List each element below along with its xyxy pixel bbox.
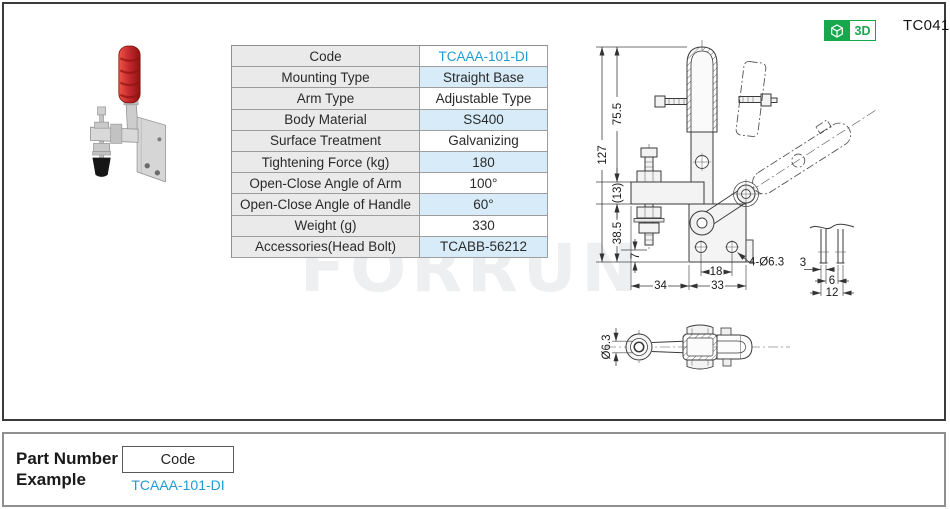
part-number-title-line2: Example bbox=[16, 470, 86, 489]
spec-value: 330 bbox=[420, 215, 548, 237]
slot-detail-view: 3 6 12 bbox=[800, 223, 855, 299]
dim-slot-width: 6 bbox=[829, 275, 835, 287]
product-code: TC041 bbox=[903, 17, 950, 34]
dim-base-height: 38.5 bbox=[612, 222, 624, 244]
part-number-example-title: Part Number Example bbox=[16, 448, 118, 490]
spec-value: TCAAA-101-DI bbox=[420, 46, 548, 68]
spec-label: Mounting Type bbox=[232, 67, 420, 89]
product-photo bbox=[80, 44, 182, 186]
part-number-title-line1: Part Number bbox=[16, 449, 119, 468]
3d-badge-label: 3D bbox=[849, 20, 876, 41]
cube-3d-icon bbox=[824, 20, 849, 41]
spec-label: Accessories(Head Bolt) bbox=[232, 236, 420, 258]
dim-handle-height: 75.5 bbox=[612, 103, 624, 125]
spec-value: SS400 bbox=[420, 109, 548, 131]
spec-value: TCABB-56212 bbox=[420, 236, 548, 258]
dim-outer-width: 12 bbox=[826, 287, 839, 299]
dim-hole-offset: 7 bbox=[630, 253, 642, 259]
top-view: Ø6.3 bbox=[601, 324, 790, 370]
dim-arm-thickness: (13) bbox=[612, 183, 624, 204]
spec-value: 100° bbox=[420, 173, 548, 195]
spec-label: Code bbox=[232, 46, 420, 68]
3d-badge[interactable]: 3D bbox=[824, 20, 876, 41]
spec-label: Arm Type bbox=[232, 88, 420, 110]
dim-arm-reach: 34 bbox=[654, 280, 667, 292]
spec-value: Galvanizing bbox=[420, 130, 548, 152]
front-view: 127 75.5 (13) 38.5 bbox=[596, 40, 877, 292]
spec-value: Straight Base bbox=[420, 67, 548, 89]
technical-drawing: 127 75.5 (13) 38.5 bbox=[596, 40, 877, 370]
dim-wall-thickness: 3 bbox=[800, 257, 806, 269]
spec-sheet-panel: 3D TC041 bbox=[2, 2, 950, 421]
spec-label: Surface Treatment bbox=[232, 130, 420, 152]
spec-label: Tightening Force (kg) bbox=[232, 151, 420, 174]
code-field-box: Code bbox=[122, 446, 234, 473]
spec-label: Open-Close Angle of Handle bbox=[232, 194, 420, 216]
dim-base-width: 33 bbox=[711, 280, 724, 292]
spec-value: Adjustable Type bbox=[420, 88, 548, 110]
spec-label: Body Material bbox=[232, 109, 420, 131]
dim-hole-spacing: 18 bbox=[710, 266, 723, 278]
spec-label: Open-Close Angle of Arm bbox=[232, 173, 420, 195]
spec-table: Code TCAAA-101-DI Mounting Type Straight… bbox=[231, 45, 548, 258]
code-field-label: Code bbox=[160, 451, 196, 468]
spec-value: 180 bbox=[420, 151, 548, 174]
spec-value: 60° bbox=[420, 194, 548, 216]
dim-mounting-holes: 4-Ø6.3 bbox=[749, 257, 784, 269]
dim-overall-height: 127 bbox=[597, 145, 609, 164]
spec-label: Weight (g) bbox=[232, 215, 420, 237]
dim-eye-diameter: Ø6.3 bbox=[601, 335, 613, 360]
toggle-clamp-photo bbox=[90, 45, 166, 183]
example-code-value: TCAAA-101-DI bbox=[131, 477, 225, 493]
